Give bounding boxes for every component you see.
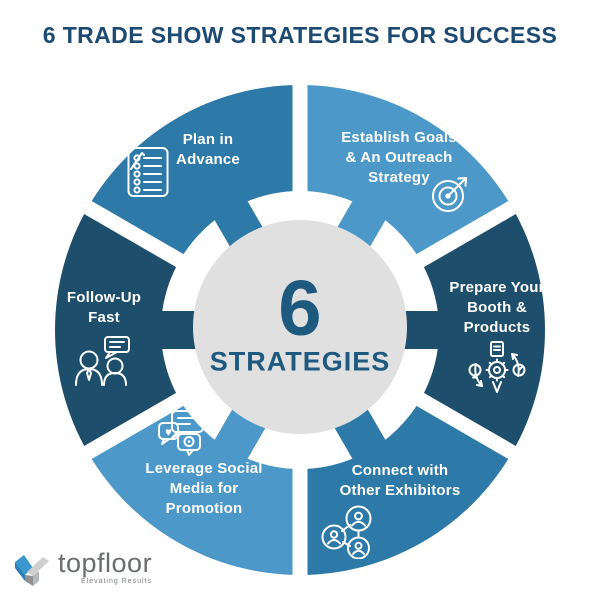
segment-label-follow-up-fast: Follow-Up Fast bbox=[66, 289, 142, 326]
logo-tagline: Elevating Results bbox=[80, 578, 153, 585]
social-chat-icon bbox=[158, 410, 204, 456]
topfloor-logo-icon bbox=[15, 555, 49, 586]
segment-label-prepare-booth: Prepare Your Booth & Products bbox=[449, 279, 545, 336]
tab-connect-exhibitors bbox=[334, 408, 391, 468]
center-circle bbox=[193, 220, 407, 434]
segment-label-leverage-social: Leverage Social Media for Promotion bbox=[145, 460, 263, 517]
center-text: 6 STRATEGIES bbox=[209, 263, 391, 378]
segment-label-plan-in-advance: Plan in Advance bbox=[176, 131, 240, 168]
tab-leverage-social bbox=[209, 408, 266, 468]
process-gear-icon bbox=[468, 341, 526, 393]
people-network-icon bbox=[321, 505, 372, 559]
topfloor-logo: topfloor Elevating Results bbox=[14, 548, 152, 588]
center-number: 6 bbox=[278, 263, 322, 352]
target-icon bbox=[432, 177, 467, 212]
center-label: STRATEGIES bbox=[209, 346, 391, 377]
checklist-icon bbox=[127, 147, 169, 197]
conversation-icon bbox=[75, 336, 130, 386]
logo-name: topfloor bbox=[58, 548, 153, 578]
page-title: 6 TRADE SHOW STRATEGIES FOR SUCCESS bbox=[42, 22, 558, 48]
segment-label-connect-exhibitors: Connect with Other Exhibitors bbox=[339, 462, 461, 499]
tab-follow-up-fast bbox=[152, 311, 198, 349]
tab-prepare-booth bbox=[402, 311, 448, 349]
segment-label-establish-goals: Establish Goals & An Outreach Strategy bbox=[341, 129, 457, 186]
